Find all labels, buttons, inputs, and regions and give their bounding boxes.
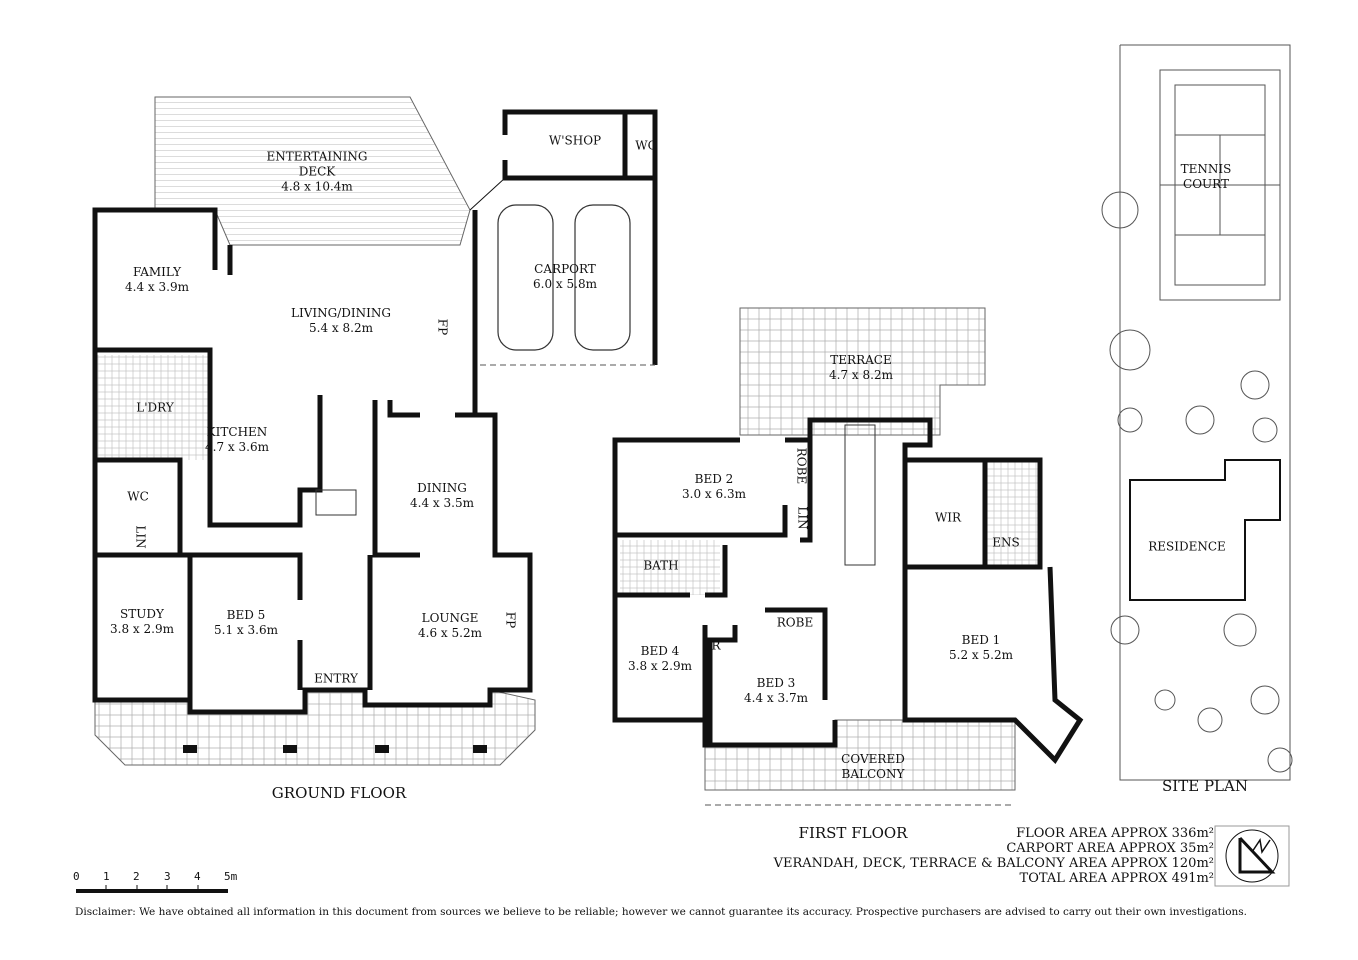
area-summary: FLOOR AREA APPROX 336m² CARPORT AREA APP… (774, 826, 1214, 886)
terrace (739, 307, 986, 436)
room-robe: ROBE (776, 615, 814, 630)
scale-tick: 5m (224, 870, 238, 883)
site-plan-drawing (1101, 44, 1293, 781)
room-linen: LIN (133, 525, 148, 549)
scale-bar (76, 885, 228, 893)
room-entry: ENTRY (314, 671, 358, 686)
verandah-posts (183, 745, 487, 753)
total-area: TOTAL AREA APPROX 491m² (1019, 871, 1214, 886)
room-workshop: W'SHOP (548, 133, 602, 148)
laundry-tiles (97, 355, 210, 460)
room-robe: ROBE (794, 447, 809, 485)
first-floor-walls (612, 417, 1084, 764)
fireplace-label: FP (503, 611, 518, 629)
site-plan-title: SITE PLAN (1162, 777, 1248, 795)
room-wc: WC (127, 489, 149, 504)
scale-tick: 2 (133, 870, 140, 883)
scale-tick: 0 (73, 870, 80, 883)
stairs (315, 489, 357, 516)
fireplace-label: FP (435, 318, 450, 336)
cars-icon (497, 204, 631, 351)
room-linen: LIN (795, 506, 810, 530)
ground-floor-title: GROUND FLOOR (271, 784, 407, 802)
north-arrow-icon (1214, 825, 1290, 887)
residence-label: RESIDENCE (1148, 539, 1226, 554)
room-laundry: L'DRY (136, 400, 174, 415)
scale-tick: 3 (164, 870, 171, 883)
scale-tick: 1 (103, 870, 110, 883)
garage-walls (502, 109, 658, 365)
disclaimer: Disclaimer: We have obtained all informa… (75, 906, 1248, 918)
room-garage-wc: WC (635, 138, 657, 153)
room-wir: WIR (934, 510, 962, 525)
first-floor-title: FIRST FLOOR (798, 824, 908, 842)
room-ensuite: ENS (992, 535, 1020, 550)
carport-area: CARPORT AREA APPROX 35m² (1006, 841, 1214, 856)
scale-tick: 4 (194, 870, 201, 883)
room-bath: BATH (643, 558, 679, 573)
floor-area: FLOOR AREA APPROX 336m² (1016, 826, 1214, 841)
outdoor-area: VERANDAH, DECK, TERRACE & BALCONY AREA A… (773, 856, 1214, 871)
room-robe-small: R (711, 638, 721, 653)
